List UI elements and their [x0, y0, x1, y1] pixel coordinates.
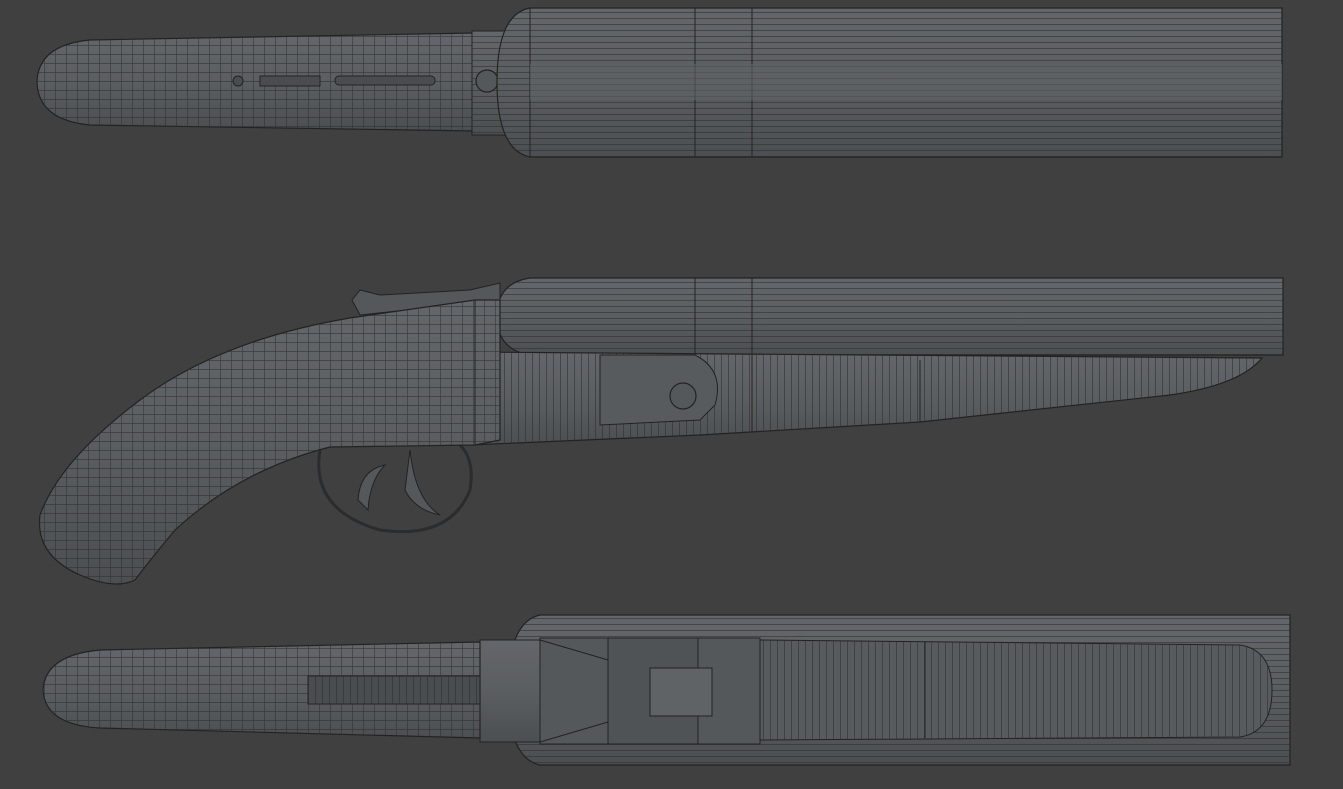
top-view: [36, 7, 1283, 158]
side-hammer: [351, 282, 501, 316]
bottom-stock: [42, 641, 481, 739]
top-barrels: [496, 7, 1283, 158]
bottom-receiver: [479, 637, 761, 745]
bottom-view: [42, 614, 1291, 766]
side-forend: [469, 351, 1264, 446]
side-view: [38, 277, 1284, 585]
bottom-forend: [759, 639, 1273, 741]
top-stock: [36, 32, 476, 132]
hinge-pin: [475, 69, 499, 93]
forend-screw: [669, 382, 697, 410]
trigger-guard: [317, 443, 473, 534]
side-barrels: [496, 277, 1284, 356]
side-stock: [38, 299, 501, 585]
